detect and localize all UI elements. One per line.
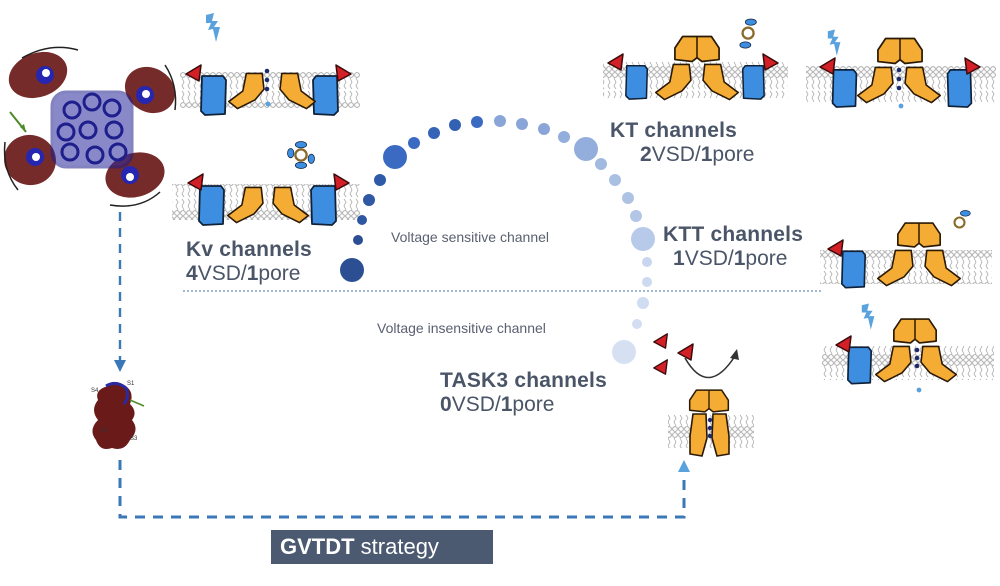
kv-channel-closed-illustration xyxy=(172,140,360,226)
arc-dot xyxy=(642,257,652,267)
ktt-channel-open-illustration xyxy=(822,303,994,393)
arc-dot xyxy=(374,174,386,186)
ligand-icon xyxy=(953,210,972,229)
task3-vsd-label: VSD/ xyxy=(451,393,501,416)
arc-dot xyxy=(428,127,440,139)
kv-pore-count: 1 xyxy=(246,262,259,285)
kt-pore-label: pore xyxy=(712,143,755,166)
kt-vsd-count: 2 xyxy=(640,143,652,166)
arc-dot xyxy=(538,123,550,135)
ktt-vsd-pore: 1VSD/1pore xyxy=(663,247,803,271)
voltage-bolt-icon xyxy=(827,29,841,56)
s1-label: S1 xyxy=(127,381,135,387)
kv-channels-label: Kv channels 4VSD/1pore xyxy=(186,238,312,286)
arc-dot xyxy=(574,137,598,161)
gvtdt-workflow-connector xyxy=(114,212,690,519)
arc-dot xyxy=(612,340,636,364)
ktt-pore-count: 1 xyxy=(733,247,746,270)
kt-channel-open-illustration xyxy=(806,29,996,109)
kt-channel-closed-illustration xyxy=(603,18,788,101)
gvtdt-strategy-banner: GVTDT strategy xyxy=(271,530,493,564)
task3-channel-illustration xyxy=(653,333,754,457)
arc-dot xyxy=(558,131,570,143)
channel-evolution-arc xyxy=(340,115,655,364)
arc-dot xyxy=(353,235,363,245)
task3-vsd-pore: 0VSD/1pore xyxy=(440,393,607,417)
arc-dot xyxy=(340,258,364,282)
kt-vsd-pore: 2VSD/1pore xyxy=(610,143,754,167)
arc-dot xyxy=(363,194,375,206)
ktt-title: KTT channels xyxy=(663,223,804,246)
task3-vsd-count: 0 xyxy=(440,393,452,416)
kv-title: Kv channels xyxy=(186,238,312,261)
displaced-sensor-icons xyxy=(653,333,694,375)
kt-vsd-label: VSD/ xyxy=(651,143,701,166)
kt-pore-count: 1 xyxy=(700,143,713,166)
arc-dot xyxy=(630,210,642,222)
arc-dot xyxy=(408,137,420,149)
arc-dot xyxy=(631,227,655,251)
s2-label: S2 xyxy=(100,428,108,434)
ktt-vsd-label: VSD/ xyxy=(684,247,734,270)
arc-dot xyxy=(494,115,506,127)
arc-dot xyxy=(471,116,483,128)
arc-dot xyxy=(449,119,461,131)
task3-title: TASK3 channels xyxy=(440,369,607,392)
ktt-channels-label: KTT channels 1VSD/1pore xyxy=(663,223,803,271)
strategy-name: GVTDT xyxy=(280,534,355,559)
strategy-suffix: strategy xyxy=(354,534,439,559)
kv-pore-label: pore xyxy=(258,262,301,285)
s4-label: S4 xyxy=(91,388,99,394)
arc-dot xyxy=(609,174,621,186)
kt-channels-label: KT channels 2VSD/1pore xyxy=(610,119,754,167)
arrow-up-icon xyxy=(678,460,690,472)
kv-channel-open-illustration xyxy=(180,13,360,116)
voltage-bolt-icon xyxy=(206,13,220,42)
kv-tetramer-structure xyxy=(3,46,177,207)
kt-title: KT channels xyxy=(610,119,738,142)
arc-dot xyxy=(642,277,652,287)
task3-pore-count: 1 xyxy=(500,393,513,416)
task3-pore-label: pore xyxy=(512,393,555,416)
arc-dot xyxy=(357,215,367,225)
kv-vsd-count: 4 xyxy=(186,262,198,285)
ligand-icon xyxy=(286,140,316,170)
arc-dot xyxy=(595,158,607,170)
ktt-pore-label: pore xyxy=(745,247,788,270)
arc-dot xyxy=(637,297,649,309)
s3-label: S3 xyxy=(130,436,138,442)
arrow-down-icon xyxy=(114,360,126,372)
arc-dot xyxy=(622,192,634,204)
task3-channels-label: TASK3 channels 0VSD/1pore xyxy=(440,369,607,417)
ktt-vsd-count: 1 xyxy=(673,247,685,270)
vsd-monomer-structure: S4 S1 S2 S3 xyxy=(91,381,145,449)
arc-dot xyxy=(632,319,642,329)
arc-dot xyxy=(383,145,407,169)
ligand-icon xyxy=(738,18,758,50)
kv-vsd-pore: 4VSD/1pore xyxy=(186,262,312,286)
voltage-bolt-icon xyxy=(861,303,875,330)
arc-dot xyxy=(516,118,528,130)
voltage-insensitive-label: Voltage insensitive channel xyxy=(377,320,546,336)
kv-vsd-label: VSD/ xyxy=(197,262,247,285)
ktt-channel-closed-illustration xyxy=(820,210,992,289)
voltage-sensitive-label: Voltage sensitive channel xyxy=(391,229,549,245)
